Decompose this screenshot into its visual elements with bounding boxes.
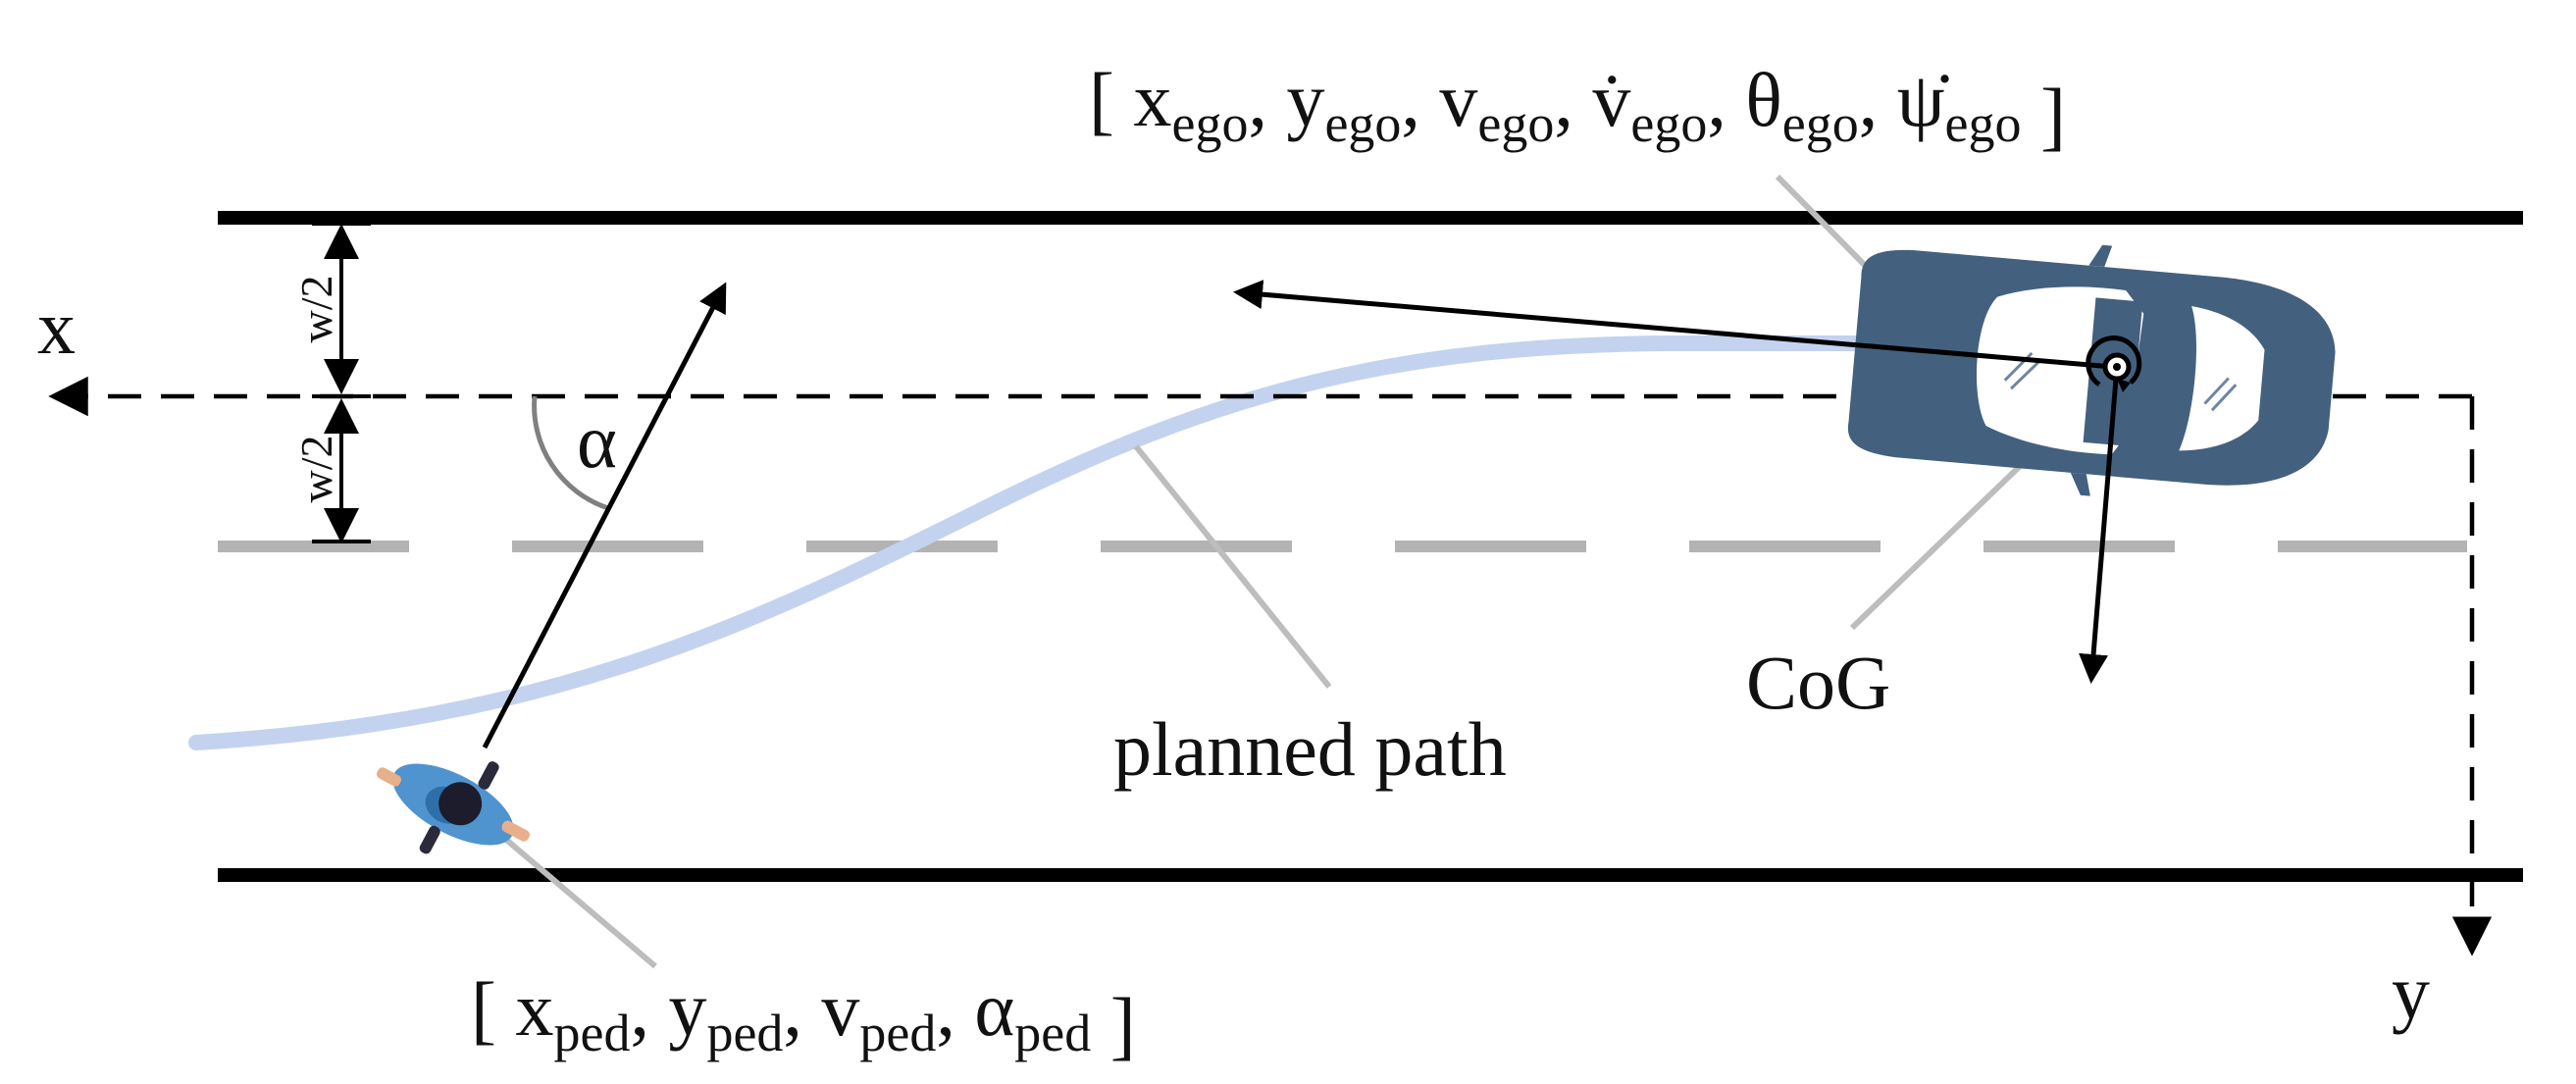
leader-line-planned-path [1133,444,1332,689]
pedestrian-velocity-arrow [482,282,727,749]
yaw-arrowhead [2117,379,2131,392]
ego-vehicle-icon [1847,244,2336,496]
planned-path-label: planned path [1113,706,1507,792]
pedestrian-state-vector: [ xped, yped, vped, αped ] [471,966,1136,1067]
angle-arc [532,395,609,511]
ego-state-vector: [ xego, yego, vego, v̇ego, θego, ψ̇ego ] [1089,57,2066,158]
angle-label: α [577,398,617,484]
leader-line-pedestrian-state [484,819,657,969]
cog-label: CoG [1746,640,1890,725]
y-axis-label: y [2392,950,2430,1035]
x-axis-label: x [37,284,76,370]
ego-velocity-arrow [1233,280,2114,370]
half-width-label-top: w/2 [291,276,341,343]
pedestrian-icon [376,761,531,854]
ego-lateral-arrow [2079,366,2120,684]
cog-center-dot [2113,363,2121,371]
yaw-rate-icon [2086,336,2142,387]
planned-path-curve [188,336,1862,750]
half-width-label-bottom: w/2 [291,436,341,503]
